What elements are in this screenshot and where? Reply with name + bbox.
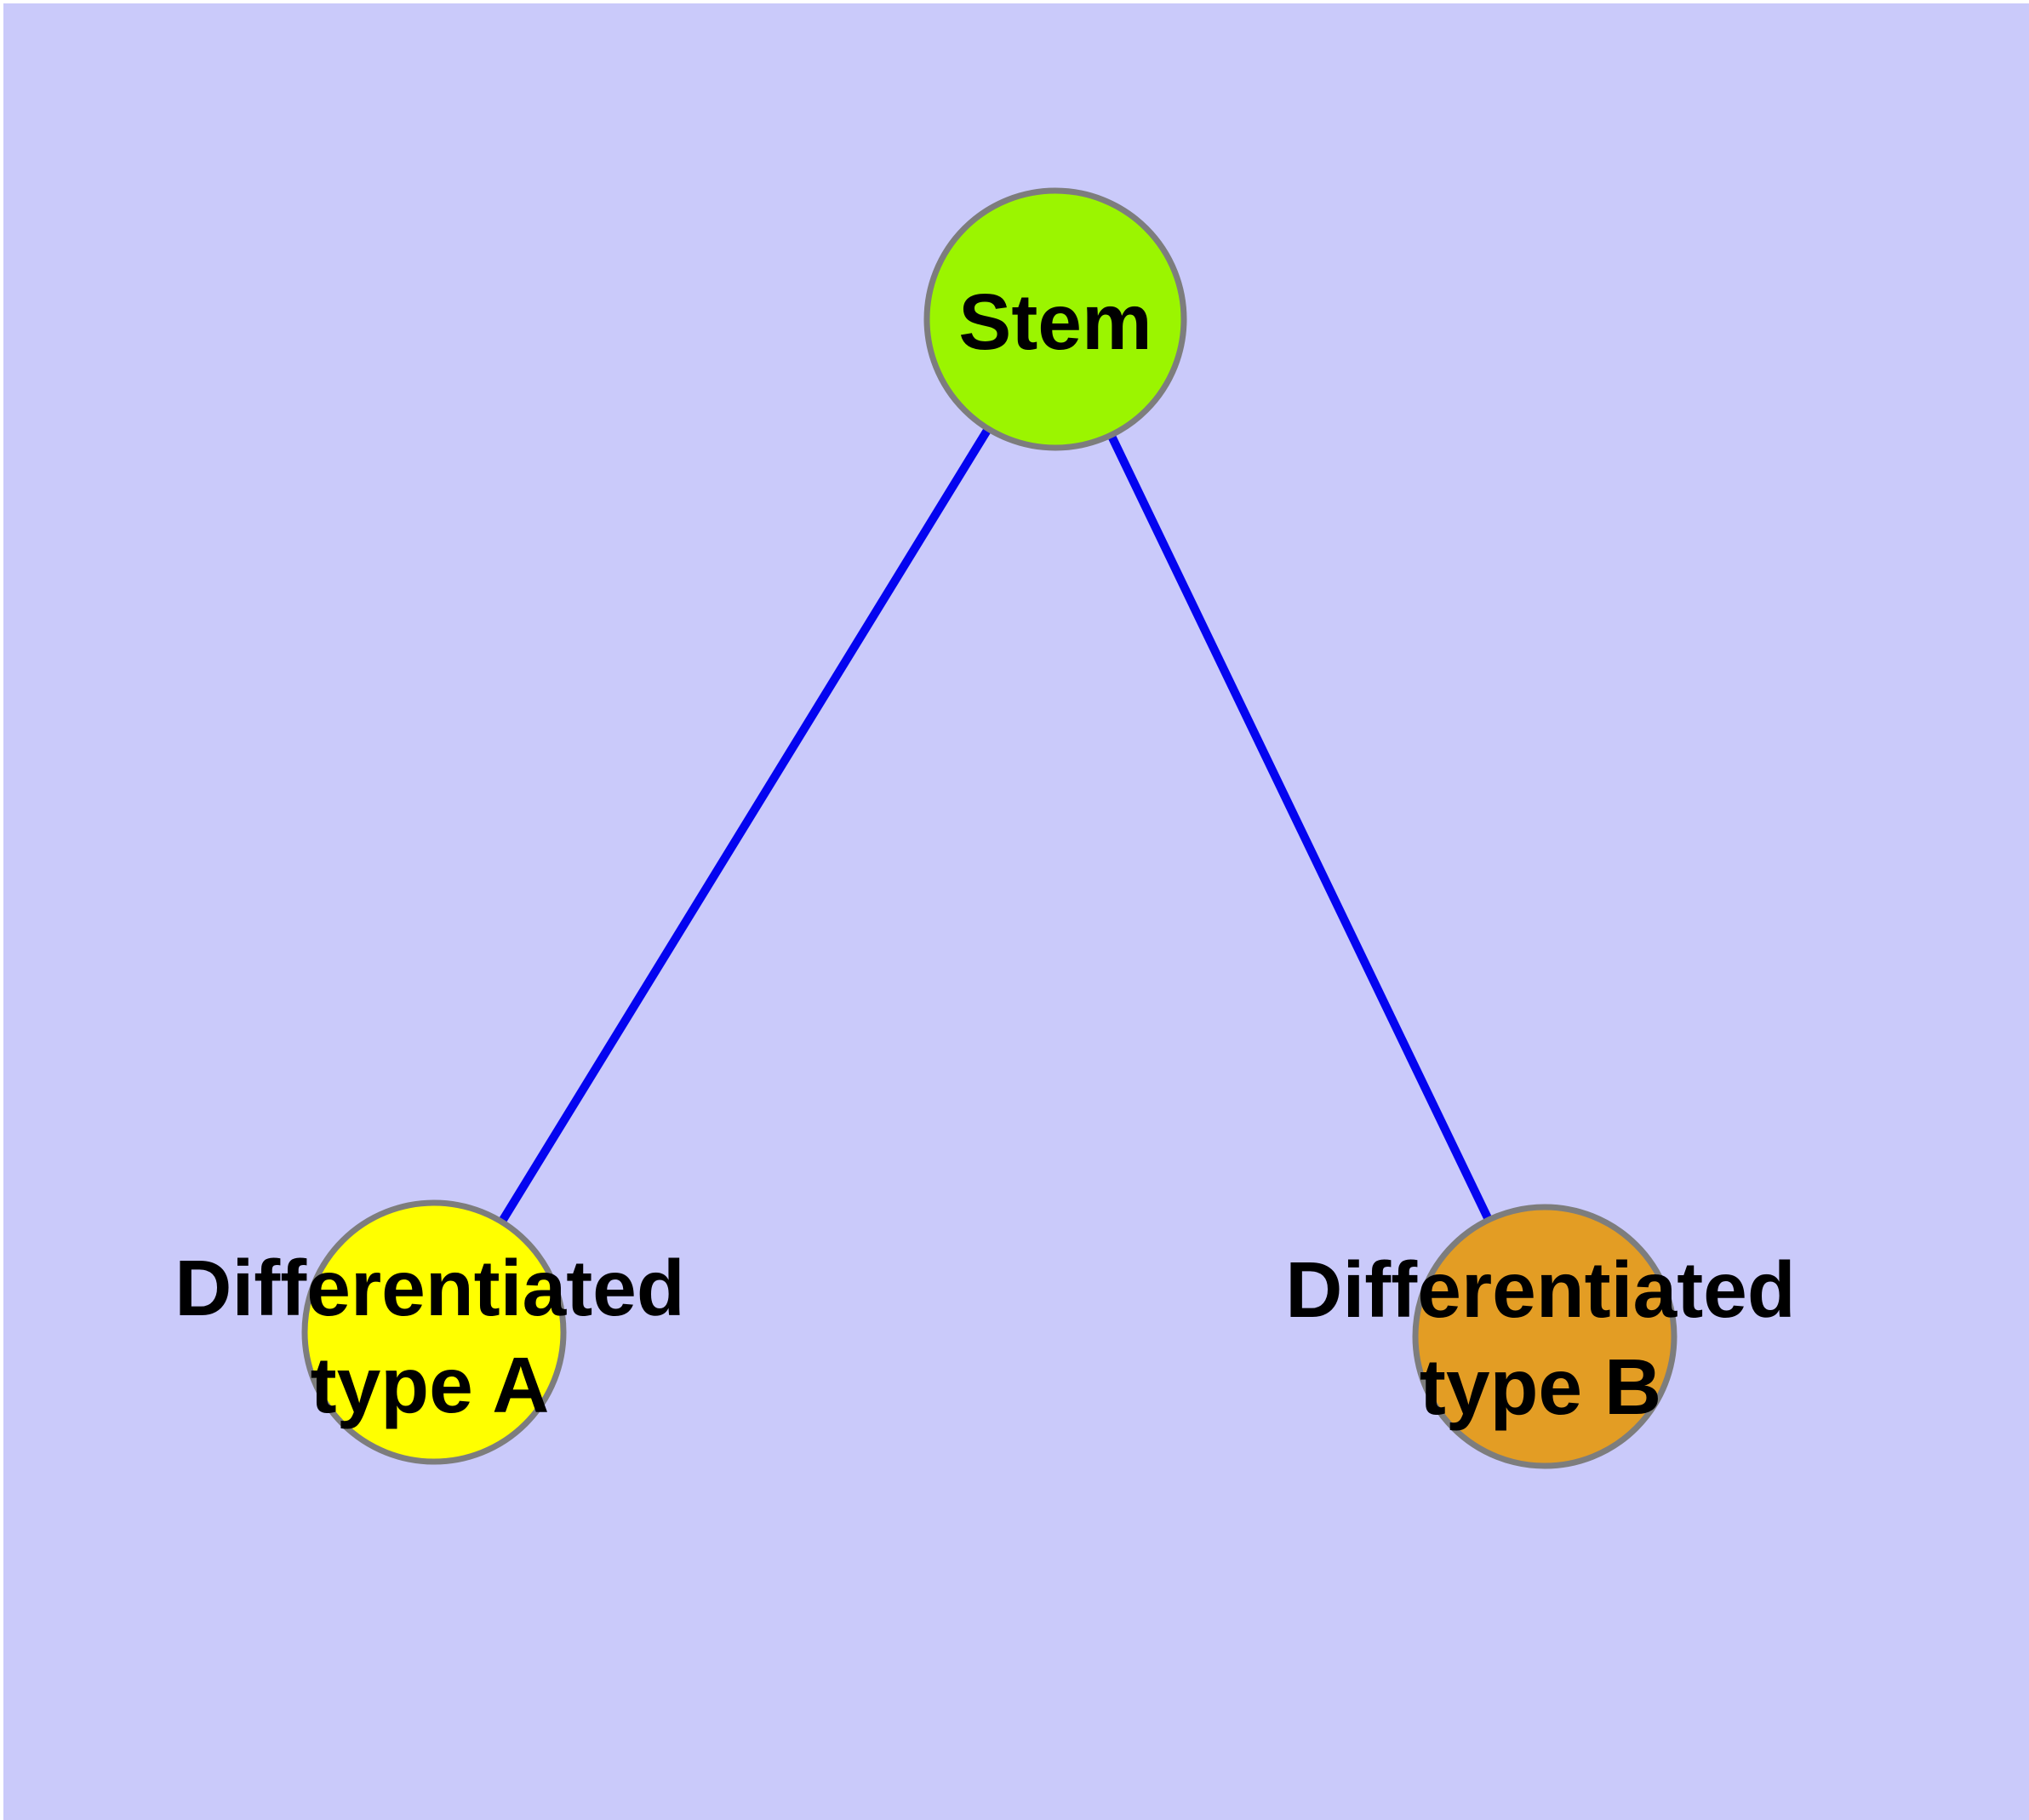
edge-stem-to-type-b [1051,317,1549,1339]
node-type-b-circle[interactable] [1412,1204,1677,1469]
edge-stem-to-type-a [430,317,1060,1335]
node-type-a-circle[interactable] [301,1199,567,1465]
node-stem-circle[interactable] [923,187,1187,451]
